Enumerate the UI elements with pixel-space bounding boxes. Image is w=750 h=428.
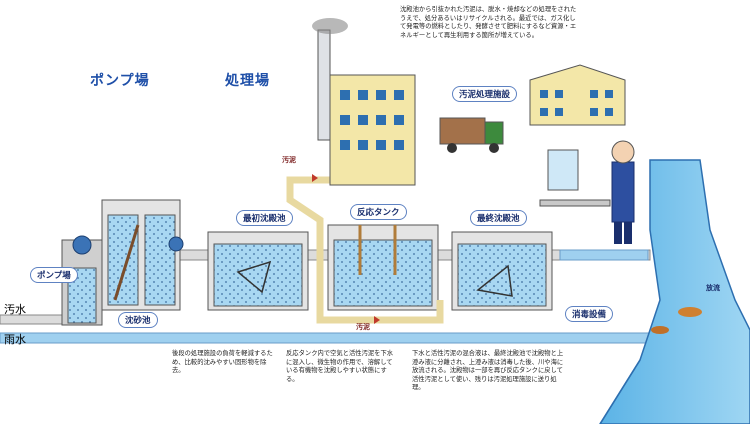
reaction-tank-structure	[327, 224, 439, 311]
discharge-label: 放流	[706, 284, 720, 292]
fish-2	[651, 326, 669, 334]
final-settling-structure	[451, 231, 553, 311]
sludge-note: 沈殿池から引抜かれた汚泥は、脱水・焼却などの処理をされたうえで、処分あるいはリサ…	[400, 6, 577, 39]
grit-chamber-structure	[101, 199, 184, 311]
rainwater-pipe	[0, 332, 651, 344]
plant-building	[312, 18, 416, 186]
office-building	[529, 64, 626, 126]
primary-settling-structure	[207, 231, 309, 311]
fish-1	[678, 307, 702, 317]
reaction-tank-label: 反応タンク	[350, 204, 407, 220]
sludge-facility-label: 汚泥処理施設	[452, 86, 518, 102]
reaction-note: 反応タンク内で空気と活性汚泥を下水に混入し、微生物の作用で、溶解している有機物を…	[286, 350, 394, 383]
disinfection-label: 消毒設備	[565, 306, 614, 322]
sludge-arrow-1	[312, 174, 318, 182]
disinfection-channel	[559, 249, 649, 261]
sludge-top-label: 汚泥	[282, 156, 296, 164]
grit-note: 後段の処理施設の負荷を軽減するため、比較的沈みやすい固形物を除去。	[172, 350, 273, 375]
final-note: 下水と活性汚泥の混合液は、最終沈殿池で沈殿物と上澄み液に分離され、上澄み液は消毒…	[412, 350, 564, 392]
final-settling-label: 最終沈殿池	[470, 210, 527, 226]
river	[598, 159, 750, 425]
pump-label: ポンプ場	[30, 267, 78, 283]
pump-station-header: ポンプ場	[90, 73, 150, 89]
grit-chamber-label: 沈砂池	[118, 312, 158, 328]
sludge-arrow-2	[374, 316, 380, 324]
primary-settling-label: 最初沈殿池	[236, 210, 293, 226]
treatment-plant-header: 処理場	[225, 73, 270, 89]
sludge-bottom-label: 汚泥	[356, 323, 370, 331]
rainwater-label: 雨水	[4, 333, 26, 346]
sewage-label: 汚水	[4, 303, 26, 316]
sludge-truck	[439, 117, 504, 153]
lab-scientist	[539, 140, 635, 244]
